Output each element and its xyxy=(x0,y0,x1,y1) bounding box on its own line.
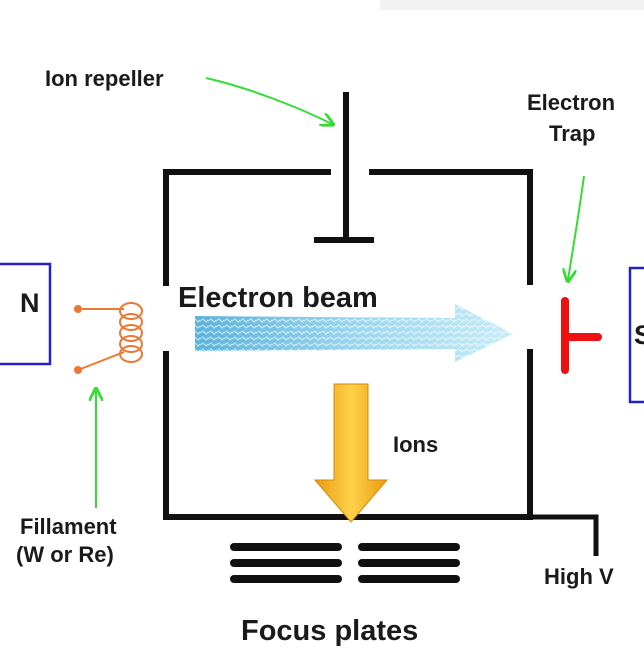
filament-label-line1: Fillament xyxy=(20,514,117,539)
focus-plates xyxy=(230,543,460,583)
pointer-arrows xyxy=(96,77,585,508)
focus-plates-label: Focus plates xyxy=(241,615,418,647)
electron-trap xyxy=(561,297,602,374)
electron-beam-arrow xyxy=(195,304,513,362)
filament-coil xyxy=(74,302,143,374)
high-v-label: High V xyxy=(544,564,614,589)
filament-label-line2: (W or Re) xyxy=(16,542,114,567)
magnet-south: S xyxy=(628,266,644,404)
electron-beam-label: Electron beam xyxy=(178,282,378,314)
electron-trap-label-line1: Electron xyxy=(527,90,615,115)
ion-repeller-pointer xyxy=(205,77,332,124)
high-v-lead xyxy=(530,514,599,556)
top-band xyxy=(380,0,644,10)
magnet-south-label: S xyxy=(634,320,644,350)
magnet-north-label: N xyxy=(20,288,40,318)
electron-trap-label-line2: Trap xyxy=(549,121,595,146)
magnet-north: N xyxy=(0,262,52,366)
ions-label: Ions xyxy=(393,432,438,457)
ion-repeller-label: Ion repeller xyxy=(45,66,164,91)
ion-arrow xyxy=(313,383,389,523)
electron-trap-pointer xyxy=(568,175,585,280)
ion-repeller xyxy=(314,92,374,243)
